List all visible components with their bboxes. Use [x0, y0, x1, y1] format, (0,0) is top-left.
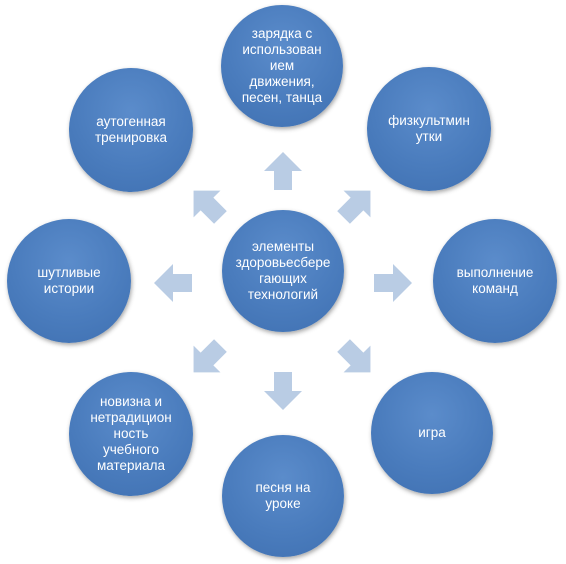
arrow-up-right — [327, 174, 386, 233]
center-node-label: элементы здоровьесбере гающих технологий — [235, 239, 331, 302]
center-node: элементы здоровьесбере гающих технологий — [222, 210, 344, 332]
arrow-down — [262, 370, 304, 412]
node-top-right: физкультмин утки — [367, 67, 491, 191]
arrow-up-left — [177, 174, 236, 233]
node-left: шутливые истории — [7, 219, 131, 343]
arrow-down-left — [177, 329, 236, 388]
node-right: выполнение команд — [433, 219, 557, 343]
node-top-left: аутогенная тренировка — [69, 68, 193, 192]
node-bottom-right: игра — [371, 372, 493, 494]
arrow-down-right — [327, 329, 386, 388]
node-bottom-right-label: игра — [418, 425, 446, 440]
node-top-left-label: аутогенная тренировка — [94, 114, 168, 145]
node-top-label: зарядка с использован ием движения, песе… — [241, 26, 323, 105]
node-top-right-label: физкультмин утки — [388, 113, 470, 144]
arrow-left — [152, 262, 194, 304]
node-left-label: шутливые истории — [37, 265, 101, 296]
node-bottom-label: песня на уроке — [255, 480, 311, 511]
node-bottom: песня на уроке — [222, 435, 344, 557]
node-right-label: выполнение команд — [456, 265, 534, 296]
node-bottom-left: новизна и нетрадицион ность учебного мат… — [69, 372, 193, 496]
arrow-up — [262, 150, 304, 192]
arrow-right — [372, 262, 414, 304]
node-top: зарядка с использован ием движения, песе… — [221, 5, 343, 127]
node-bottom-left-label: новизна и нетрадицион ность учебного мат… — [90, 394, 172, 473]
